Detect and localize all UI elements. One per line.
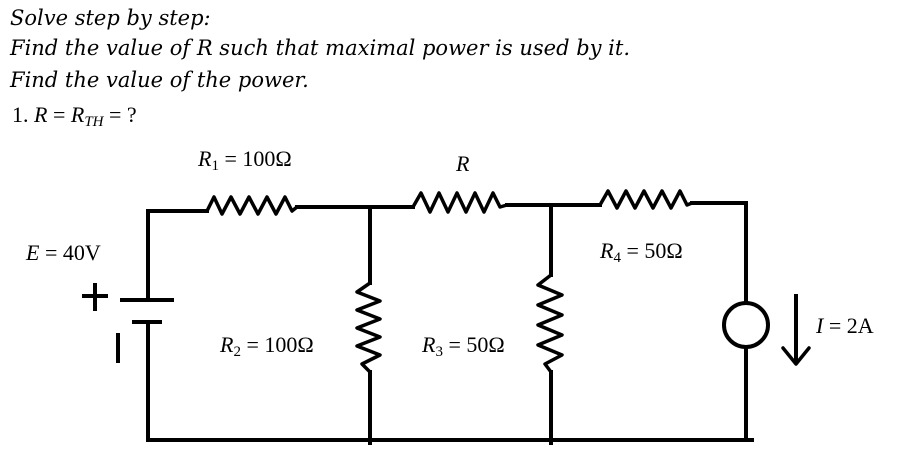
step-1-prefix: 1. (12, 102, 34, 127)
step-1-rth: R (70, 102, 85, 127)
battery-plus-mark (82, 283, 108, 311)
resistor-r (411, 191, 509, 214)
label-source-e: E = 40V (26, 240, 101, 265)
instruction-line-2: Find the value of R such that maximal po… (10, 36, 631, 60)
step-1-th: TH (84, 114, 104, 130)
resistor-r1 (205, 195, 299, 216)
instruction-line-1: Solve step by step: (10, 6, 211, 30)
resistor-r2 (355, 281, 382, 374)
label-r: R (456, 151, 470, 176)
label-current-source: I = 2A (816, 313, 874, 338)
step-1-eq: = (47, 102, 71, 127)
label-r4: R4 = 50Ω (600, 238, 683, 266)
label-r2: R2 = 100Ω (220, 332, 314, 360)
current-source-circle (722, 301, 770, 349)
step-1-question: 1. R = RTH = ? (12, 102, 137, 130)
current-arrow-head (781, 346, 811, 366)
label-r1: R1 = 100Ω (198, 146, 292, 174)
label-r3: R3 = 50Ω (422, 332, 505, 360)
instruction-line-3: Find the value of the power. (10, 68, 309, 92)
resistor-r3 (536, 273, 564, 374)
step-1-tail: = ? (103, 102, 137, 127)
resistor-r4 (598, 189, 694, 210)
step-1-r: R (34, 102, 48, 127)
